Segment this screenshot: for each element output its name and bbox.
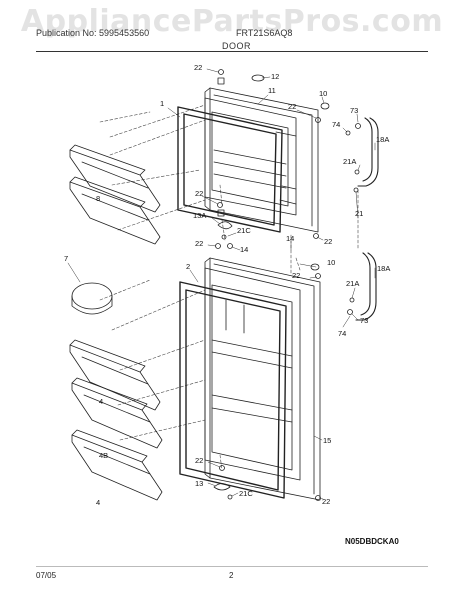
footer-date: 07/05 [36,571,57,580]
callout-21c: 21C [239,489,253,498]
callout-12: 12 [271,72,279,81]
footer-rule [36,566,428,567]
callout-74: 74 [332,120,340,129]
callout-14: 14 [286,234,294,243]
callout-73: 73 [350,106,358,115]
callout-2: 2 [186,262,190,271]
model-number: FRT21S6AQ8 [236,28,293,38]
callout-22: 22 [195,456,203,465]
callout-labels: 22 12 11 1 22 10 73 74 18A 8 21A 22 13A … [64,63,390,507]
dairy-container [71,282,113,315]
callout-10: 10 [327,258,335,267]
page-number: 2 [229,571,234,580]
callout-4: 4 [96,498,100,507]
callout-18a: 18A [376,135,389,144]
upper-door-inner-liner [204,97,297,216]
header-rule [36,51,428,52]
callout-15: 15 [323,436,331,445]
watermark-text: AppliancePartsPros.com [20,4,444,39]
lower-door-inner-liner [204,267,301,481]
callout-22: 22 [324,237,332,246]
door-handles [355,117,379,321]
callout-21a: 21A [346,279,359,288]
callout-22: 22 [195,189,203,198]
callout-21a: 21A [343,157,356,166]
dashed-leader-lines [99,104,359,471]
callout-1: 1 [160,99,164,108]
callout-73: 73 [360,316,368,325]
drawing-code: N05DBDCKA0 [345,537,399,546]
callout-21c: 21C [237,226,251,235]
callout-11: 11 [268,86,276,95]
callout-13a: 13A [193,211,206,220]
lower-door-gasket [179,281,287,499]
callout-14: 14 [240,245,248,254]
callout-10: 10 [319,89,327,98]
callout-13: 13 [195,479,203,488]
callout-4b: 4B [99,451,108,460]
section-title: DOOR [222,41,251,51]
callout-21: 21 [355,209,363,218]
callout-leaders [67,68,376,500]
callout-22: 22 [322,497,330,506]
callout-22: 22 [288,102,296,111]
door-bins-upper [69,144,161,245]
callout-8: 8 [96,194,100,203]
callout-22: 22 [195,239,203,248]
callout-4: 4 [99,397,103,406]
callout-18a: 18A [377,264,390,273]
publication-number: Publication No: 5995453560 [36,28,150,38]
upper-door-gasket [177,106,283,233]
door-bins-lower [69,339,163,501]
callout-7: 7 [64,254,68,263]
callout-22: 22 [194,63,202,72]
callout-74: 74 [338,329,346,338]
callout-22: 22 [292,271,300,280]
